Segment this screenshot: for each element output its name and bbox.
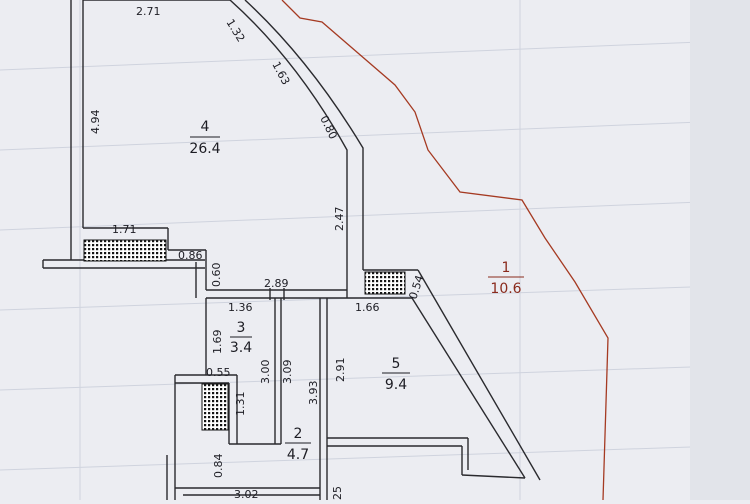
vent-shaft-top-left [83, 239, 167, 262]
walls [42, 0, 541, 500]
room-2-area: 4.7 [287, 447, 309, 463]
room-4-number: 4 [201, 119, 210, 135]
vent-shaft-room-5 [364, 271, 406, 295]
dim-r3-3-00: 3.00 [259, 360, 272, 385]
dim-ledge-0-60: 0.60 [210, 263, 223, 288]
dim-r5-0-54: 0.54 [406, 274, 426, 301]
room-5-number: 5 [392, 356, 401, 372]
room-3-label: 3 3.4 [230, 320, 252, 356]
dim-r3-1-36: 1.36 [228, 301, 253, 314]
paper-edge [690, 0, 750, 500]
dim-niche-0-55: 0.55 [206, 366, 231, 379]
room-2-label: 2 4.7 [285, 426, 311, 463]
room-2-number: 2 [294, 426, 303, 442]
dim-curve-1-32: 1.32 [223, 17, 247, 45]
room-4-label: 4 26.4 [189, 119, 220, 157]
dim-wall-2-89: 2.89 [264, 277, 289, 290]
dim-right-2-47: 2.47 [333, 207, 346, 232]
vent-shaft-niche [201, 383, 229, 431]
room-3-area: 3.4 [230, 340, 252, 356]
room-5-area: 9.4 [385, 377, 407, 393]
dim-top-2-71: 2.71 [136, 5, 161, 18]
dim-r3-1-69: 1.69 [211, 330, 224, 355]
room-1-area: 10.6 [490, 281, 521, 297]
dim-r5-2-91: 2.91 [334, 358, 347, 383]
room-1-label: 1 10.6 [488, 260, 524, 297]
dim-ledge-0-86: 0.86 [178, 249, 203, 262]
dim-bottom-3-02: 3.02 [234, 488, 259, 500]
room-5-label: 5 9.4 [382, 356, 410, 393]
dim-r2-0-84: 0.84 [212, 454, 225, 479]
room-4-area: 26.4 [189, 141, 220, 157]
balcony-outline [281, 0, 609, 501]
dim-corr-3-93: 3.93 [307, 381, 320, 406]
room-1-number: 1 [502, 260, 511, 276]
dim-left-4-94: 4.94 [89, 110, 102, 135]
room-3-number: 3 [237, 320, 246, 336]
dim-r3-3-09: 3.09 [281, 360, 294, 385]
dim-niche-1-31: 1.31 [234, 392, 247, 417]
dim-r5-1-66: 1.66 [355, 301, 380, 314]
dim-vent-1-71: 1.71 [112, 223, 137, 236]
dim-bottom-25: 25 [331, 486, 344, 500]
